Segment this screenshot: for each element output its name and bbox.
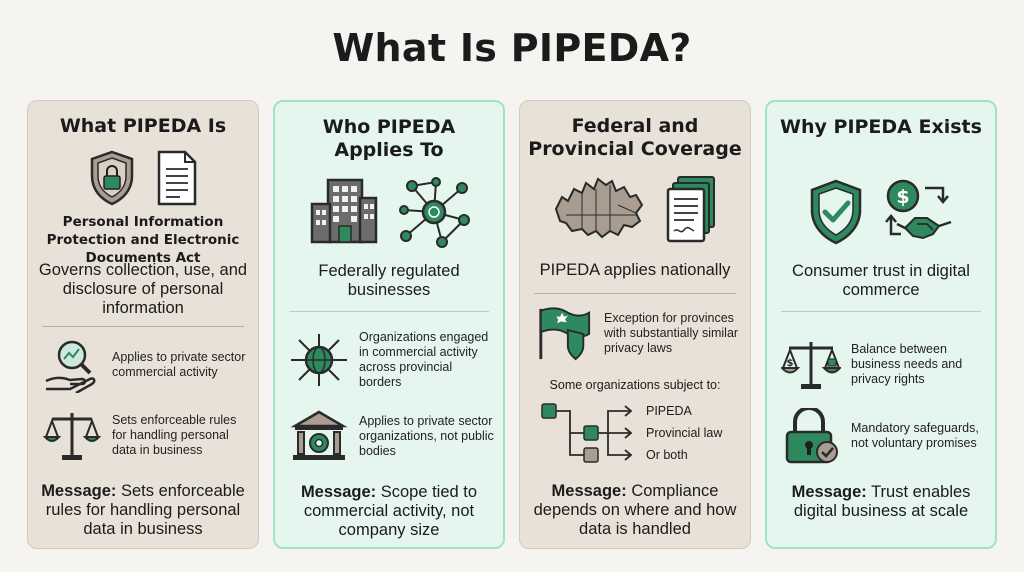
list-item: Organizations engaged in commercial acti… — [289, 330, 495, 390]
money-handshake-icon: $ — [885, 179, 952, 240]
card-lead: Consumer trust in digital commerce — [792, 262, 970, 299]
option-or-both: Or both — [646, 448, 688, 462]
card-title: Who PIPEDA Applies To — [322, 116, 456, 161]
list-item: Applies to private sector organizations,… — [289, 408, 495, 464]
network-nodes-icon — [399, 177, 470, 248]
shield-check-icon — [810, 179, 862, 245]
list-item-text: Applies to private sector organizations,… — [359, 413, 494, 458]
card-federal-provincial-coverage: Federal and Provincial Coverage PIPEDA a… — [519, 100, 751, 549]
document-icon — [157, 150, 197, 206]
card-lead: PIPEDA applies nationally — [539, 261, 731, 279]
option-provincial-law: Provincial law — [646, 426, 723, 440]
card-lead: Governs collection, use, and disclosure … — [38, 261, 248, 317]
card-title: What PIPEDA Is — [59, 115, 227, 137]
divider — [781, 311, 981, 312]
list-item-text: Balance between business needs and priva… — [851, 341, 963, 386]
card-message: Message: Sets enforceable rules for hand… — [34, 482, 252, 539]
option-pipeda: PIPEDA — [646, 404, 692, 418]
list-item: Exception for provinces with substantial… — [534, 305, 742, 361]
card-title: Federal and Provincial Coverage — [528, 115, 742, 160]
card-message: Message: Compliance depends on where and… — [526, 482, 744, 539]
shield-lock-icon — [90, 150, 134, 206]
list-item-text: Mandatory safeguards, not voluntary prom… — [851, 421, 979, 450]
divider — [42, 326, 244, 327]
message-label: Message: — [41, 482, 117, 500]
svg-text:$: $ — [787, 358, 794, 369]
svg-text:$: $ — [896, 186, 909, 208]
message-text: Trust enables digital business at scale — [793, 483, 971, 520]
list-item-text: Exception for provinces with substantial… — [604, 310, 739, 355]
card-why-pipeda-exists: Why PIPEDA Exists $ Consumer trust in di… — [765, 100, 997, 549]
institution-gear-icon — [290, 410, 348, 460]
message-text: Compliance depends on where and how data… — [533, 482, 737, 538]
message-text: Sets enforceable rules for handling pers… — [45, 482, 245, 538]
list-item: Mandatory safeguards, not voluntary prom… — [781, 408, 987, 464]
globe-arrows-icon — [291, 334, 347, 386]
card-message: Message: Scope tied to commercial activi… — [281, 483, 497, 540]
message-label: Message: — [791, 483, 867, 501]
message-label: Message: — [551, 482, 627, 500]
list-item: Applies to private sector commercial act… — [42, 337, 250, 393]
divider — [289, 311, 489, 312]
card-what-pipeda-is: What PIPEDA Is Personal Information Prot… — [27, 100, 259, 549]
tree-intro: Some organizations subject to: — [549, 378, 721, 392]
card-who-pipeda-applies-to: Who PIPEDA Applies To — [273, 100, 505, 549]
list-item-text: Sets enforceable rules for handling pers… — [112, 412, 237, 457]
list-item-text: Applies to private sector commercial act… — [112, 350, 246, 379]
message-label: Message: — [300, 483, 377, 501]
card-lead: Federally regulated businesses — [318, 262, 460, 299]
scales-dollar-lock-icon: $ — [781, 342, 841, 389]
branching-flow-diagram — [541, 403, 633, 463]
documents-stack-icon — [666, 176, 715, 243]
padlock-check-icon — [785, 408, 838, 464]
list-item-text: Organizations engaged in commercial acti… — [359, 330, 489, 389]
list-item: Sets enforceable rules for handling pers… — [42, 407, 250, 463]
flag-shield-icon — [539, 307, 591, 361]
card-title: Why PIPEDA Exists — [780, 116, 982, 138]
card-message: Message: Trust enables digital business … — [773, 483, 989, 521]
magnifier-hand-icon — [45, 340, 96, 393]
page-title: What Is PIPEDA? — [332, 26, 692, 70]
office-building-icon — [310, 178, 378, 244]
scales-icon — [42, 413, 102, 460]
act-full-name: Personal Information Protection and Elec… — [46, 214, 240, 266]
message-text: Scope tied to commercial activity, not c… — [303, 483, 478, 539]
canada-map-icon — [554, 177, 644, 239]
divider — [534, 293, 736, 294]
list-item: $ Balance between business needs and pri… — [781, 336, 987, 392]
